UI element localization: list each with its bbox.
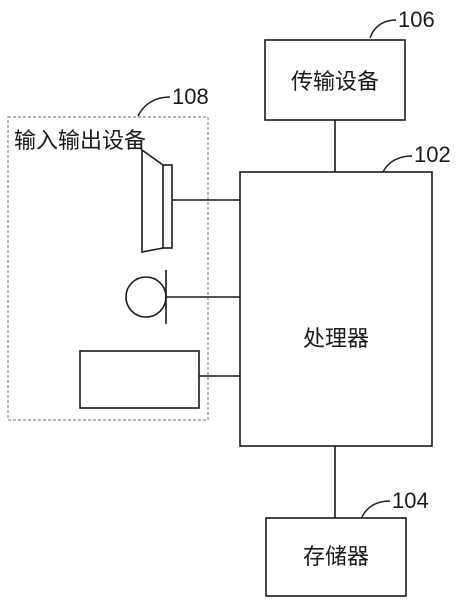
microphone-icon [125, 270, 167, 324]
io-device-dashed-box [7, 116, 209, 421]
leader-108 [137, 96, 171, 117]
ref-106: 106 [369, 7, 435, 39]
processor: 处理器 [239, 171, 433, 447]
speaker-icon [141, 148, 173, 253]
ref-102: 102 [382, 142, 451, 173]
memory-box [265, 517, 407, 597]
transmission-device: 传输设备 [264, 39, 406, 121]
display-icon [79, 350, 200, 409]
processor-box [239, 171, 433, 447]
ref-108-label: 108 [172, 84, 209, 109]
leader-106 [369, 19, 397, 39]
ref-104-label: 104 [392, 488, 429, 513]
transmission-device-label: 传输设备 [291, 70, 379, 95]
processor-label: 处理器 [303, 327, 369, 352]
io-device-label: 输入输出设备 [14, 129, 146, 154]
ref-108: 108 [137, 84, 209, 117]
io-device-group: 输入输出设备 [7, 116, 209, 421]
ref-104: 104 [361, 488, 429, 518]
leader-102 [382, 155, 413, 173]
memory: 存储器 [265, 517, 407, 597]
leader-104 [361, 500, 391, 518]
ref-106-label: 106 [398, 7, 435, 32]
memory-label: 存储器 [303, 545, 369, 570]
ref-102-label: 102 [414, 142, 451, 167]
